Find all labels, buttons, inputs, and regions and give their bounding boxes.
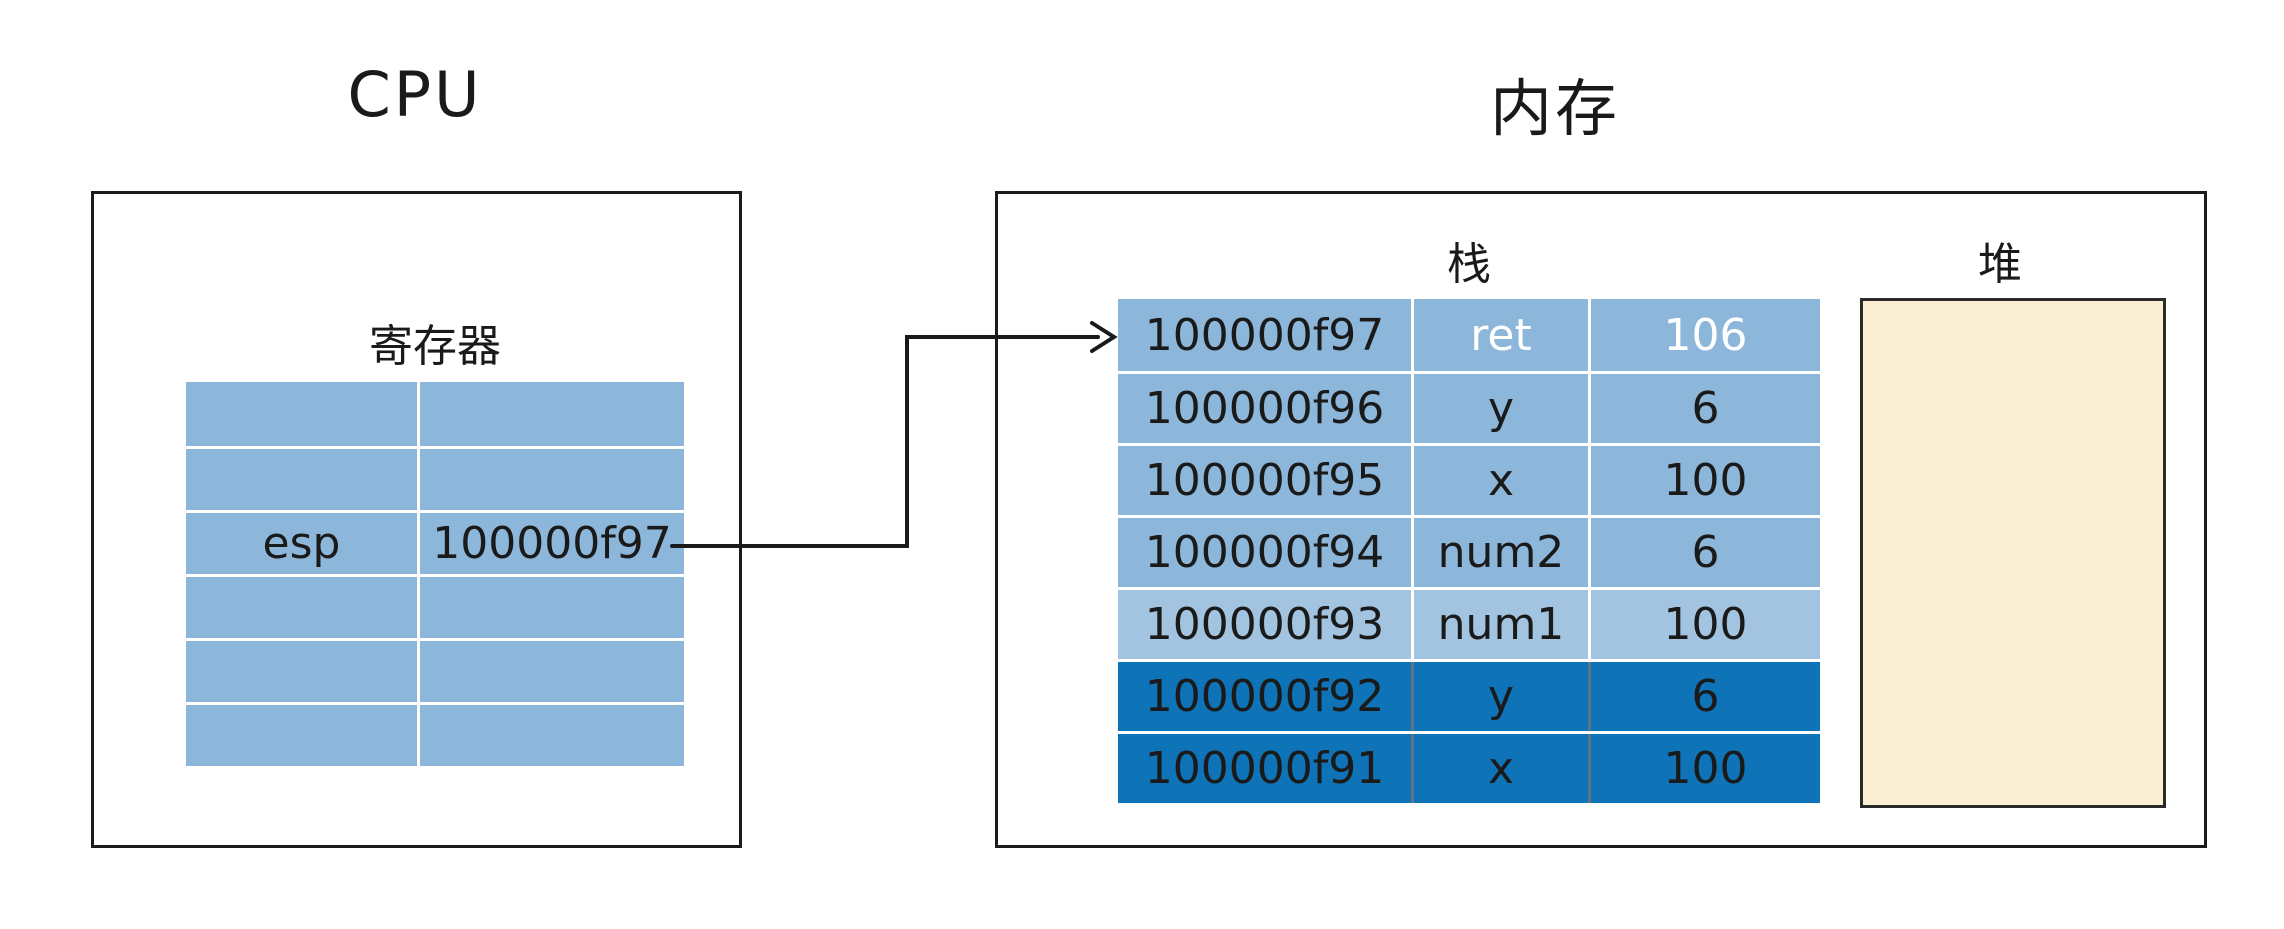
register-value-cell (417, 382, 684, 446)
register-row: esp 100000f97 (186, 510, 684, 574)
register-row (186, 446, 684, 510)
stack-value-cell: 100 (1588, 590, 1820, 659)
stack-value-cell: 100 (1588, 446, 1820, 515)
stack-name-cell: x (1411, 734, 1588, 803)
stack-address-cell: 100000f93 (1144, 599, 1385, 650)
stack-value-cell: 6 (1588, 662, 1820, 731)
register-value-cell (417, 705, 684, 766)
register-row (186, 574, 684, 638)
register-value-cell (417, 449, 684, 510)
stack-address-cell: 100000f96 (1144, 383, 1385, 434)
memory-box (995, 191, 2207, 848)
stack-label: 栈 (1447, 239, 1491, 290)
stack-value-cell: 6 (1588, 518, 1820, 587)
register-row (186, 638, 684, 702)
register-value-cell: 100000f97 (417, 513, 684, 574)
heap-label: 堆 (1978, 239, 2022, 290)
stack-address-cell: 100000f94 (1144, 527, 1385, 578)
stack-name-cell: y (1411, 662, 1588, 731)
stack-address-cell: 100000f97 (1144, 309, 1385, 361)
heap-box (1860, 298, 2166, 808)
register-row (186, 382, 684, 446)
stack-name-cell: y (1411, 374, 1588, 443)
register-row (186, 702, 684, 766)
stack-address-cell: 100000f92 (1144, 671, 1385, 722)
register-value-cell (417, 577, 684, 638)
stack-name-cell: ret (1411, 299, 1588, 371)
memory-title: 内存 (1489, 72, 1620, 145)
cpu-title: CPU (347, 58, 483, 131)
register-name-cell: esp (262, 518, 341, 569)
register-table: esp 100000f97 (186, 382, 684, 766)
stack-name-cell: num1 (1411, 590, 1588, 659)
cpu-box (91, 191, 742, 848)
stack-name-cell: num2 (1411, 518, 1588, 587)
stack-name-cell: x (1411, 446, 1588, 515)
register-section-label: 寄存器 (369, 321, 501, 372)
stack-address-cell: 100000f91 (1144, 743, 1385, 794)
stack-value-cell: 106 (1588, 299, 1820, 371)
stack-value-cell: 6 (1588, 374, 1820, 443)
stack-value-cell: 100 (1588, 734, 1820, 803)
stack-address-cell: 100000f95 (1144, 455, 1385, 506)
register-value-cell (417, 641, 684, 702)
